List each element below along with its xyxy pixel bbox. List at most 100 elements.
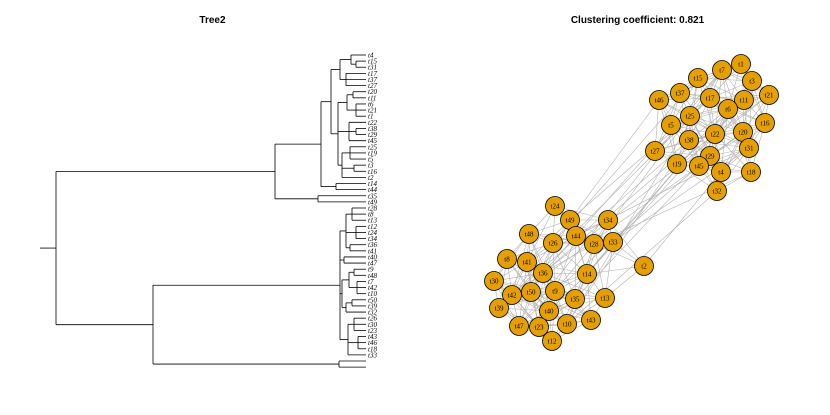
network-node (519, 224, 539, 244)
tree-tip-label: t23 (368, 327, 377, 335)
tree-tip-label: t21 (368, 107, 377, 115)
network-node-label: t21 (765, 91, 774, 99)
network-node-label: t4 (718, 168, 724, 176)
network-node (679, 130, 699, 150)
network-node (577, 264, 597, 284)
tree-tip-label: t9 (368, 266, 374, 274)
network-node-label: t11 (740, 96, 749, 104)
network-node-label: t2 (641, 262, 647, 270)
network-node-label: t20 (739, 128, 748, 136)
tree-tip-label: t46 (368, 339, 377, 347)
network-node-label: t40 (545, 307, 554, 315)
network-edge (528, 233, 556, 292)
network-node-label: t3 (749, 77, 755, 85)
network-node-label: t28 (590, 240, 599, 248)
tree-tip-label: t24 (368, 229, 377, 237)
network-node-label: t17 (706, 94, 715, 102)
tree-tip-label: t22 (368, 119, 377, 127)
network-node (566, 226, 586, 246)
tree-tip-label: t25 (368, 143, 377, 151)
network-node-label: t24 (551, 202, 560, 210)
tree-tip-label: t3 (368, 162, 374, 170)
tree-tip-label: t13 (368, 217, 377, 225)
network-edge (493, 280, 540, 328)
network-node (634, 256, 654, 276)
network-node (502, 285, 522, 305)
tree-tip-label: t20 (368, 88, 377, 96)
network-node (557, 314, 577, 334)
tree-tip-label: t40 (368, 253, 377, 261)
network-node-label: t19 (673, 160, 682, 168)
network-node (718, 99, 738, 119)
network-edge (688, 139, 750, 149)
network-node-label: t13 (601, 294, 610, 302)
network-node-label: t27 (651, 147, 660, 155)
network-graph: t1t7t3t15t21t11t17t37t46t6t25t16t20t5t22… (484, 54, 779, 351)
network-node (731, 54, 751, 74)
tree-tip-label: t17 (368, 70, 377, 78)
tree-tip-label: t26 (368, 315, 377, 323)
network-node (711, 162, 731, 182)
network-node (661, 115, 681, 135)
tree-tip-label: t49 (368, 198, 377, 206)
network-node-label: t15 (694, 74, 703, 82)
network-node (598, 210, 618, 230)
tree-tip-label: t29 (368, 131, 377, 139)
network-node (545, 196, 565, 216)
network-node (741, 162, 761, 182)
tree-tip-label: t36 (368, 241, 377, 249)
network-node-label: t9 (552, 287, 558, 295)
tree-tip-label: t33 (368, 351, 377, 359)
tree-tip-label: t18 (368, 345, 377, 353)
network-node (581, 310, 601, 330)
network-node (755, 113, 775, 133)
tree-tip-label: t16 (368, 168, 377, 176)
network-node (645, 141, 665, 161)
network-node (689, 156, 709, 176)
network-title: Clustering coefficient: 0.821 (570, 15, 705, 26)
network-node (529, 317, 549, 337)
network-node (712, 60, 732, 80)
network-node-label: t31 (745, 144, 754, 152)
tree-tip-label: t7 (368, 278, 374, 286)
network-node-label: t10 (563, 320, 572, 328)
network-node (539, 301, 559, 321)
network-node-label: t39 (495, 304, 504, 312)
network-node (603, 232, 623, 252)
tree-tip-label: t8 (368, 211, 374, 219)
network-node-label: t8 (504, 255, 510, 263)
tree-tip-label: t10 (368, 290, 377, 298)
tree-tip-label: t6 (368, 100, 374, 108)
network-node (595, 288, 615, 308)
tree-tip-label: t4 (368, 52, 374, 60)
network-node (700, 88, 720, 108)
network-node (489, 298, 509, 318)
network-node (533, 263, 553, 283)
network-node-label: t48 (525, 230, 534, 238)
network-node (705, 124, 725, 144)
network-node (742, 71, 762, 91)
dendrogram: t4t15t31t17t37t27t20t11t6t21t1t22t38t29t… (40, 52, 377, 368)
network-node-label: t26 (549, 239, 558, 247)
tree-tip-label: t1 (368, 113, 373, 121)
network-node (543, 233, 563, 253)
network-node-label: t5 (668, 121, 674, 129)
network-edge (740, 63, 766, 124)
tree-tip-label: t15 (368, 58, 377, 66)
tree-tip-label: t42 (368, 284, 377, 292)
network-edge (554, 243, 595, 292)
network-node-label: t49 (566, 216, 575, 224)
network-node (521, 282, 541, 302)
network-edge (526, 205, 556, 263)
network-node-label: t18 (747, 168, 756, 176)
tree-tip-label: t19 (368, 149, 377, 157)
tree-tip-label: t14 (368, 180, 377, 188)
network-node-label: t42 (508, 291, 517, 299)
network-edge (542, 94, 770, 274)
network-node-label: t45 (695, 162, 704, 170)
network-node (759, 85, 779, 105)
tree-tip-label: t30 (368, 321, 377, 329)
network-node (667, 154, 687, 174)
tree-tip-label: t48 (368, 272, 377, 280)
